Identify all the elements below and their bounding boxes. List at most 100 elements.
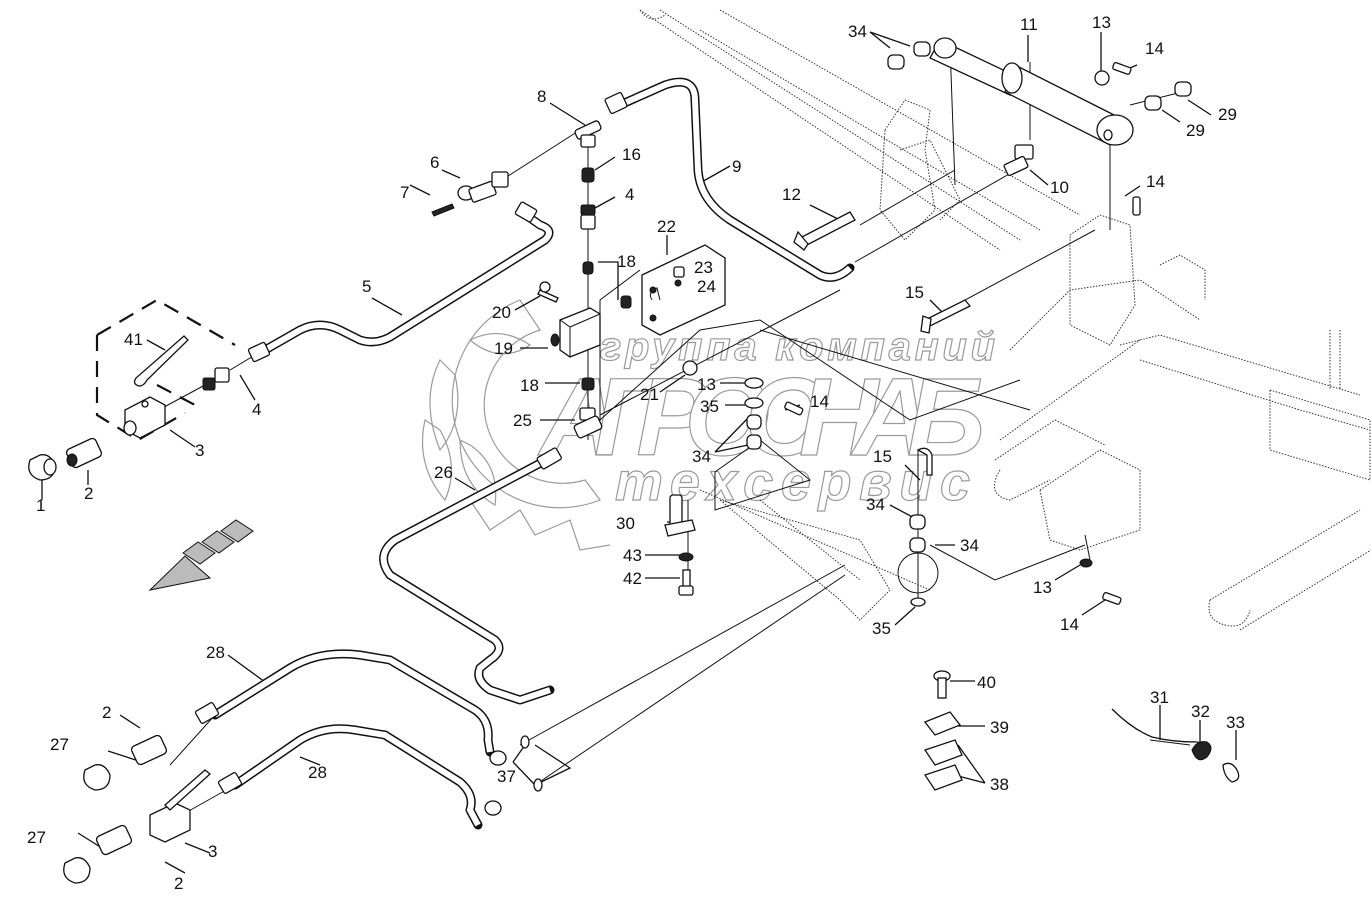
quick-coupler-part-2 [130, 734, 168, 766]
callout-13c: 13 [1033, 578, 1052, 597]
callout-2c: 2 [174, 874, 183, 893]
callout-3b: 3 [208, 842, 217, 861]
callout-19: 19 [494, 339, 513, 358]
callout-2: 2 [84, 484, 93, 503]
quick-coupler-part-3 [95, 824, 133, 856]
washer-part-43 [678, 552, 694, 562]
bushing-parts-right [1144, 81, 1192, 111]
dust-cap-part-3 [63, 857, 91, 884]
ring-part-2 [744, 377, 764, 389]
roll-pin-part-3 [784, 401, 804, 416]
pin-part-15b [916, 447, 933, 476]
bushing-part-mid-2 [746, 434, 762, 450]
nipple-part-3 [620, 295, 632, 309]
washer-part-3 [910, 597, 926, 607]
pin-part-15a [920, 299, 972, 334]
forward-direction-arrow [148, 519, 254, 591]
callout-4: 4 [252, 400, 261, 419]
callout-20: 20 [492, 303, 511, 322]
callout-13a: 13 [1092, 13, 1111, 32]
dust-cap-part [28, 454, 57, 481]
callout-43: 43 [623, 546, 642, 565]
callout-labels: 1 2 3 4 41 5 6 7 8 16 4 9 22 23 24 18 20… [27, 13, 1245, 893]
roll-pin-part-4 [1102, 592, 1122, 605]
tee-part [573, 407, 603, 439]
callout-13b: 13 [697, 375, 716, 394]
bolt-part-42 [678, 569, 694, 596]
callout-34c: 34 [866, 495, 885, 514]
valve-handle-part [133, 335, 189, 387]
adapter-nut-vertical-part [580, 204, 596, 230]
callout-23: 23 [694, 258, 713, 277]
callout-16: 16 [622, 145, 641, 164]
nipple-part [581, 167, 595, 183]
clip-part [1191, 741, 1212, 761]
callout-41: 41 [124, 330, 143, 349]
callout-9: 9 [732, 157, 741, 176]
nipple-part-4 [581, 377, 595, 391]
callout-3: 3 [195, 441, 204, 460]
callout-14d: 14 [1060, 615, 1079, 634]
washer-part-2 [744, 397, 764, 409]
callout-26: 26 [434, 463, 453, 482]
callout-35b: 35 [872, 619, 891, 638]
callout-29b: 29 [1186, 121, 1205, 140]
tee-fitting-part [457, 171, 538, 223]
callout-33: 33 [1226, 713, 1245, 732]
bolt-part [537, 289, 559, 303]
cap-part [1222, 762, 1240, 783]
callout-5: 5 [362, 277, 371, 296]
callout-28b: 28 [308, 763, 327, 782]
distributor-block-part [550, 307, 601, 358]
callout-6: 6 [430, 153, 439, 172]
callout-15a: 15 [905, 283, 924, 302]
callout-18b: 18 [520, 376, 539, 395]
nipple-part-2 [582, 261, 594, 275]
bolt-part-40 [933, 670, 951, 699]
callout-34a: 34 [848, 22, 867, 41]
watermark-gear-logo [421, 299, 611, 551]
hydraulic-cylinder-part [929, 37, 1134, 146]
callout-1: 1 [36, 496, 45, 515]
seal-ring-part [520, 735, 530, 749]
callout-12: 12 [782, 185, 801, 204]
elbow-fitting-part [1003, 144, 1034, 177]
bracket-plate-part [641, 244, 726, 336]
callout-35a: 35 [700, 397, 719, 416]
hydraulic-pipes [210, 77, 855, 830]
callout-14b: 14 [1146, 172, 1165, 191]
callout-18a: 18 [617, 252, 636, 271]
callout-30: 30 [616, 514, 635, 533]
connection-lines [139, 44, 1191, 831]
callout-38: 38 [990, 775, 1009, 794]
callout-21: 21 [640, 385, 659, 404]
screw-part [431, 203, 455, 217]
callout-28a: 28 [206, 643, 225, 662]
callout-14c: 14 [810, 392, 829, 411]
nut-part [673, 266, 685, 278]
callout-2b: 2 [102, 703, 111, 722]
callout-32: 32 [1191, 702, 1210, 721]
callout-25: 25 [513, 411, 532, 430]
callout-40: 40 [977, 673, 996, 692]
bushing-part-low-1 [909, 514, 926, 530]
callout-10: 10 [1050, 178, 1069, 197]
callout-7: 7 [400, 183, 409, 202]
hose-end-part [536, 447, 562, 470]
callout-39: 39 [990, 718, 1009, 737]
ball-valve-part [123, 396, 166, 439]
callout-34b: 34 [692, 447, 711, 466]
callout-42: 42 [623, 569, 642, 588]
callout-27b: 27 [27, 828, 46, 847]
callout-15b: 15 [873, 447, 892, 466]
callout-37: 37 [497, 767, 516, 786]
ring-part-3 [1079, 558, 1093, 568]
adapter-nut-part [202, 341, 271, 391]
roll-pin-part-2 [1132, 196, 1141, 216]
elbow-tee-part [574, 91, 628, 148]
pin-with-plate-part [664, 494, 696, 537]
callout-14a: 14 [1145, 39, 1164, 58]
pin-part [793, 211, 856, 251]
bushing-parts-top [887, 41, 931, 70]
